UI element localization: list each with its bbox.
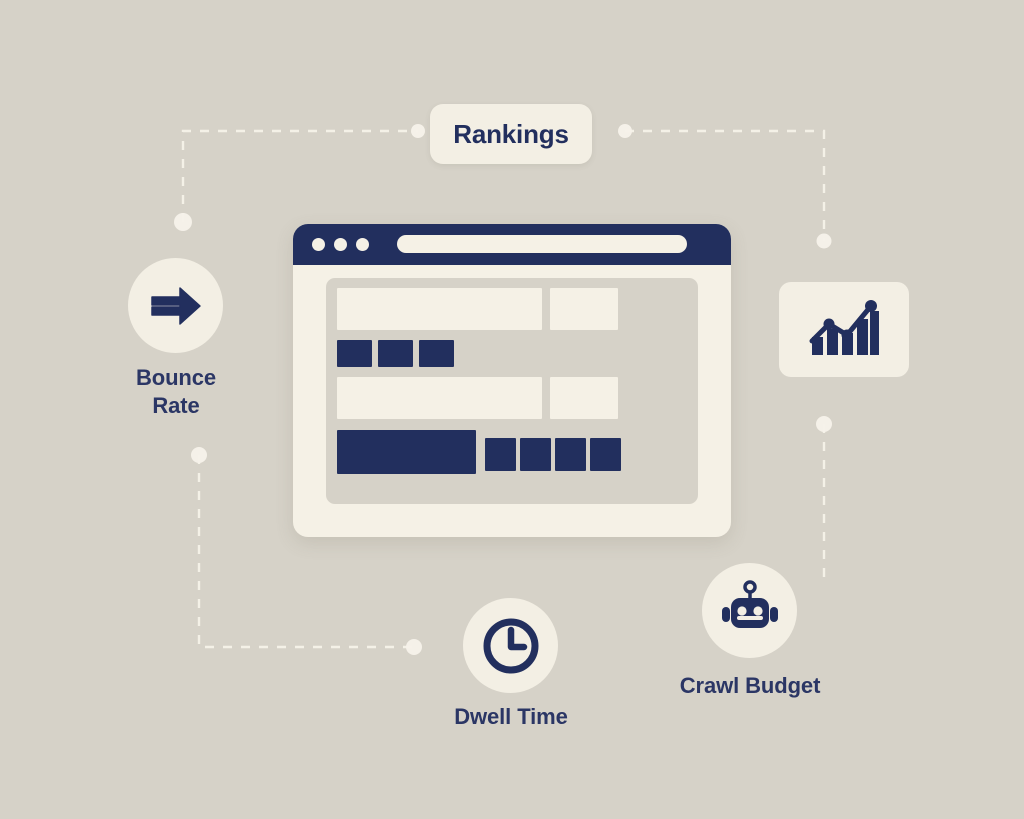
crawl-budget-label: Crawl Budget bbox=[679, 673, 821, 698]
double-arrow-right-icon bbox=[150, 286, 201, 325]
aside-block bbox=[550, 377, 618, 419]
tile-4 bbox=[590, 438, 621, 471]
connector-node-dot bbox=[411, 124, 425, 138]
tile-1 bbox=[485, 438, 516, 471]
bounce-rate-caption: Bounce Rate bbox=[96, 364, 256, 420]
sidebar-block bbox=[550, 288, 618, 330]
connector-node-dot bbox=[406, 639, 422, 655]
crawl-budget-badge[interactable] bbox=[702, 563, 797, 658]
connector-node-dot bbox=[174, 213, 192, 231]
connector-node-dot bbox=[191, 447, 207, 463]
hero-block bbox=[337, 288, 542, 330]
dwell-time-label: Dwell Time bbox=[454, 704, 568, 729]
address-bar[interactable] bbox=[397, 235, 687, 253]
browser-viewport bbox=[326, 278, 698, 504]
window-dot-1-icon bbox=[312, 238, 325, 251]
connector-bounce-to-rankings bbox=[181, 129, 418, 222]
rankings-label-text: Rankings bbox=[453, 118, 569, 149]
chip-1 bbox=[337, 340, 372, 367]
tile-2 bbox=[520, 438, 551, 471]
window-dot-3-icon bbox=[356, 238, 369, 251]
clock-icon bbox=[483, 618, 538, 673]
bar-chart-trend-up-icon bbox=[809, 299, 879, 355]
browser-window-mockup bbox=[293, 224, 731, 537]
connector-node-dot bbox=[618, 124, 632, 138]
browser-titlebar bbox=[293, 224, 731, 265]
body-block bbox=[337, 377, 542, 419]
rankings-label-card[interactable]: Rankings bbox=[430, 104, 592, 164]
crawl-budget-caption: Crawl Budget bbox=[655, 672, 845, 700]
connector-node-dot bbox=[816, 416, 832, 432]
window-dot-2-icon bbox=[334, 238, 347, 251]
cta-bar bbox=[337, 430, 476, 474]
dwell-time-badge[interactable] bbox=[463, 598, 558, 693]
robot-head-icon bbox=[721, 579, 778, 628]
connector-node-dot bbox=[816, 233, 832, 249]
tile-3 bbox=[555, 438, 586, 471]
chip-3 bbox=[419, 340, 454, 367]
chip-2 bbox=[378, 340, 413, 367]
trend-chart-badge[interactable] bbox=[779, 282, 909, 377]
bounce-rate-label-line1: Bounce bbox=[135, 365, 217, 390]
dwell-time-caption: Dwell Time bbox=[420, 703, 602, 731]
window-control-dots bbox=[312, 238, 369, 251]
bounce-rate-badge[interactable] bbox=[128, 258, 223, 353]
bounce-rate-label-line2: Rate bbox=[152, 393, 200, 419]
